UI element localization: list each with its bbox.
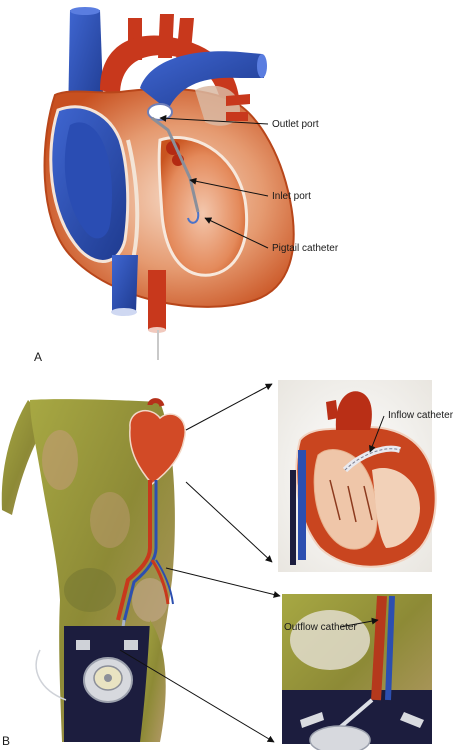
- inset-lv-cavity: [372, 467, 420, 548]
- pigtail-tip: [187, 211, 200, 224]
- shading: [90, 492, 130, 548]
- inset-arrow: [185, 383, 273, 431]
- pump-hub: [104, 674, 112, 682]
- outflow-pointer: [339, 617, 379, 628]
- pulmonary-artery: [140, 51, 264, 110]
- iliac-artery: [150, 559, 170, 605]
- pigtail-pointer: [204, 217, 269, 249]
- inferior-vena-cava: [112, 255, 138, 312]
- right-ventricle-cavity: [64, 122, 112, 239]
- vessel-opening: [70, 7, 100, 15]
- pulmonary-vein: [226, 94, 250, 106]
- inset-artery-branch: [326, 400, 338, 420]
- vessel-opening: [111, 308, 137, 316]
- outflow-catheter-label: Outflow catheter: [284, 622, 357, 633]
- shading: [42, 430, 78, 490]
- body-illustration: [1, 398, 186, 742]
- inset-connector: [300, 712, 324, 728]
- iliac-vein: [155, 559, 174, 605]
- outlet-pointer: [159, 114, 269, 125]
- inset-vein: [385, 595, 395, 701]
- inset-arrow: [185, 481, 273, 563]
- inset-groin: [282, 594, 432, 755]
- tubing: [35, 649, 67, 701]
- inset-aorta: [335, 391, 372, 430]
- vessel-opening: [257, 54, 267, 78]
- mini-heart: [129, 409, 186, 486]
- inlet-pointer: [189, 177, 269, 197]
- vena-cava-mini: [122, 480, 158, 623]
- inset-arrow: [165, 567, 281, 598]
- descending-aorta-mini: [116, 480, 152, 621]
- panel-b-letter: B: [2, 734, 11, 748]
- heart-illustration: [43, 7, 295, 360]
- annotation-lines-a: [159, 114, 269, 249]
- inset-chordae: [329, 479, 373, 523]
- shading: [132, 578, 168, 622]
- catheter: [151, 116, 200, 213]
- shading: [64, 568, 116, 612]
- panel-a-letter: A: [34, 350, 43, 364]
- inset-vena-cava: [298, 450, 306, 560]
- inset-vein: [290, 470, 296, 565]
- pump-connector: [124, 640, 138, 650]
- inset-connector: [400, 712, 424, 728]
- leg: [140, 620, 166, 742]
- mini-aorta: [147, 398, 165, 407]
- descending-aorta: [148, 270, 166, 330]
- pigtail-catheter-label: Pigtail catheter: [272, 243, 339, 254]
- aortic-valve: [147, 103, 173, 121]
- pulmonary-vein: [226, 112, 248, 121]
- inset-heart-cavity: [313, 449, 378, 550]
- left-ventricle: [157, 136, 249, 277]
- inset-arrow: [119, 649, 275, 743]
- annotation-lines-b: [119, 383, 385, 743]
- pump-connector: [76, 640, 90, 650]
- inset-pump-console: [309, 725, 371, 755]
- inset-heart: [278, 380, 437, 572]
- inflow-catheter-label: Inflow catheter: [388, 410, 454, 421]
- inlet-port-label: Inlet port: [272, 191, 311, 202]
- inflow-pointer: [369, 415, 385, 453]
- inset-outflow-catheter: [371, 595, 387, 701]
- inset-shading: [290, 610, 370, 670]
- outlet-port-label: Outlet port: [272, 119, 319, 130]
